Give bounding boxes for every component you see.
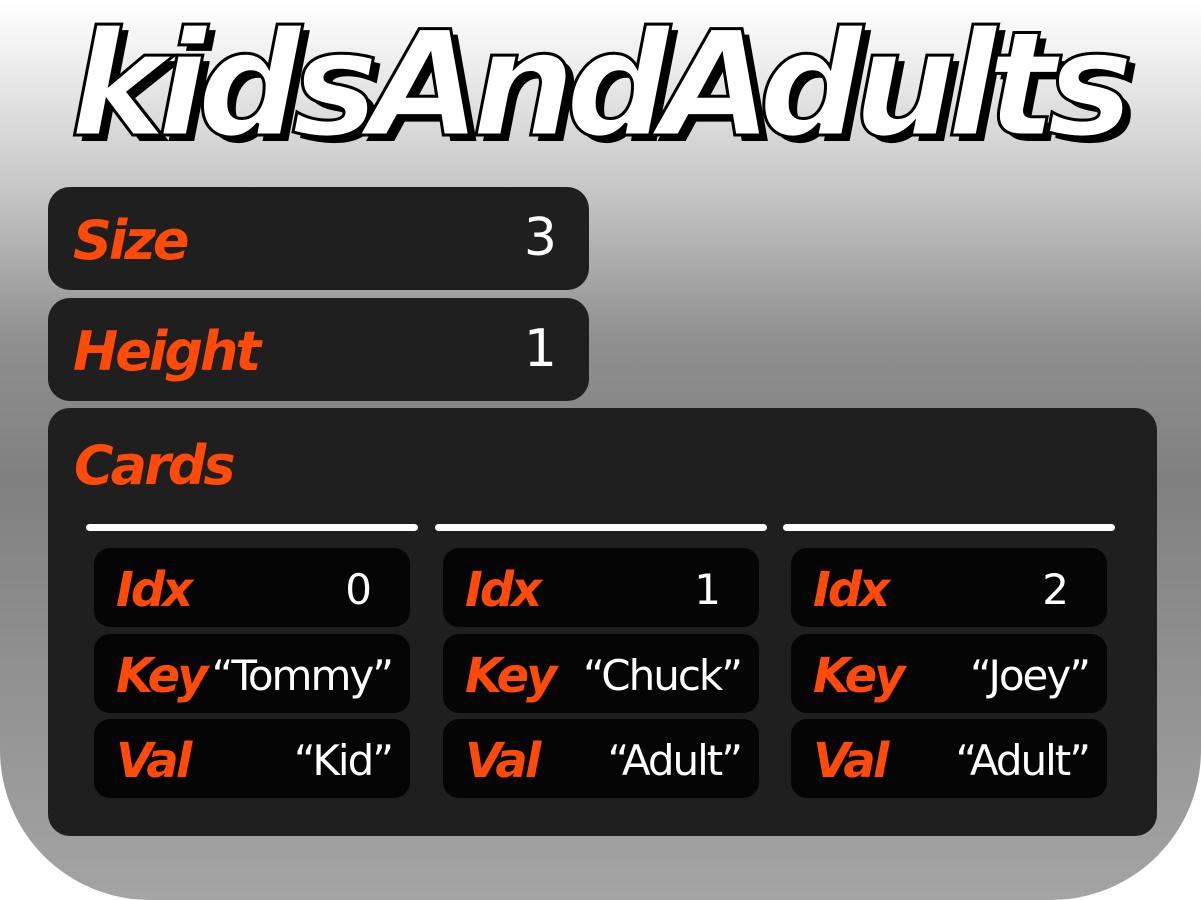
card-key-row: Key “Chuck” <box>443 634 759 713</box>
card-val-row: Val “Kid” <box>94 719 410 798</box>
height-value: 1 <box>523 319 557 379</box>
key-label: Key <box>116 648 208 704</box>
key-label: Key <box>465 648 557 704</box>
val-label: Val <box>813 733 889 789</box>
card-divider <box>86 524 418 531</box>
idx-value: 1 <box>694 565 721 614</box>
card-key-row: Key “Joey” <box>791 634 1107 713</box>
size-label: Size <box>73 209 189 272</box>
card-idx-row: Idx 0 <box>94 548 410 627</box>
key-value: “Joey” <box>969 651 1091 700</box>
size-field: Size 3 <box>48 187 589 290</box>
val-label: Val <box>116 733 192 789</box>
card-val-row: Val “Adult” <box>791 719 1107 798</box>
height-field: Height 1 <box>48 298 589 401</box>
card-val-row: Val “Adult” <box>443 719 759 798</box>
idx-label: Idx <box>465 562 542 618</box>
size-value: 3 <box>523 208 557 268</box>
idx-label: Idx <box>116 562 193 618</box>
val-value: “Adult” <box>955 736 1091 785</box>
card-idx-row: Idx 2 <box>791 548 1107 627</box>
card-divider <box>783 524 1115 531</box>
idx-value: 0 <box>345 565 372 614</box>
cards-label: Cards <box>74 434 235 497</box>
cards-panel: Cards Idx 0 Key “Tommy” Val “Kid” Idx 1 <box>48 408 1157 836</box>
idx-label: Idx <box>813 562 890 618</box>
card-divider <box>435 524 767 531</box>
key-label: Key <box>813 648 905 704</box>
val-value: “Adult” <box>607 736 743 785</box>
card-idx-row: Idx 1 <box>443 548 759 627</box>
val-value: “Kid” <box>293 736 394 785</box>
height-label: Height <box>73 320 261 383</box>
card-key-row: Key “Tommy” <box>94 634 410 713</box>
key-value: “Chuck” <box>583 651 743 700</box>
val-label: Val <box>465 733 541 789</box>
idx-value: 2 <box>1042 565 1069 614</box>
key-value: “Tommy” <box>211 651 394 700</box>
diagram-title: kidsAndAdults <box>69 0 1136 172</box>
